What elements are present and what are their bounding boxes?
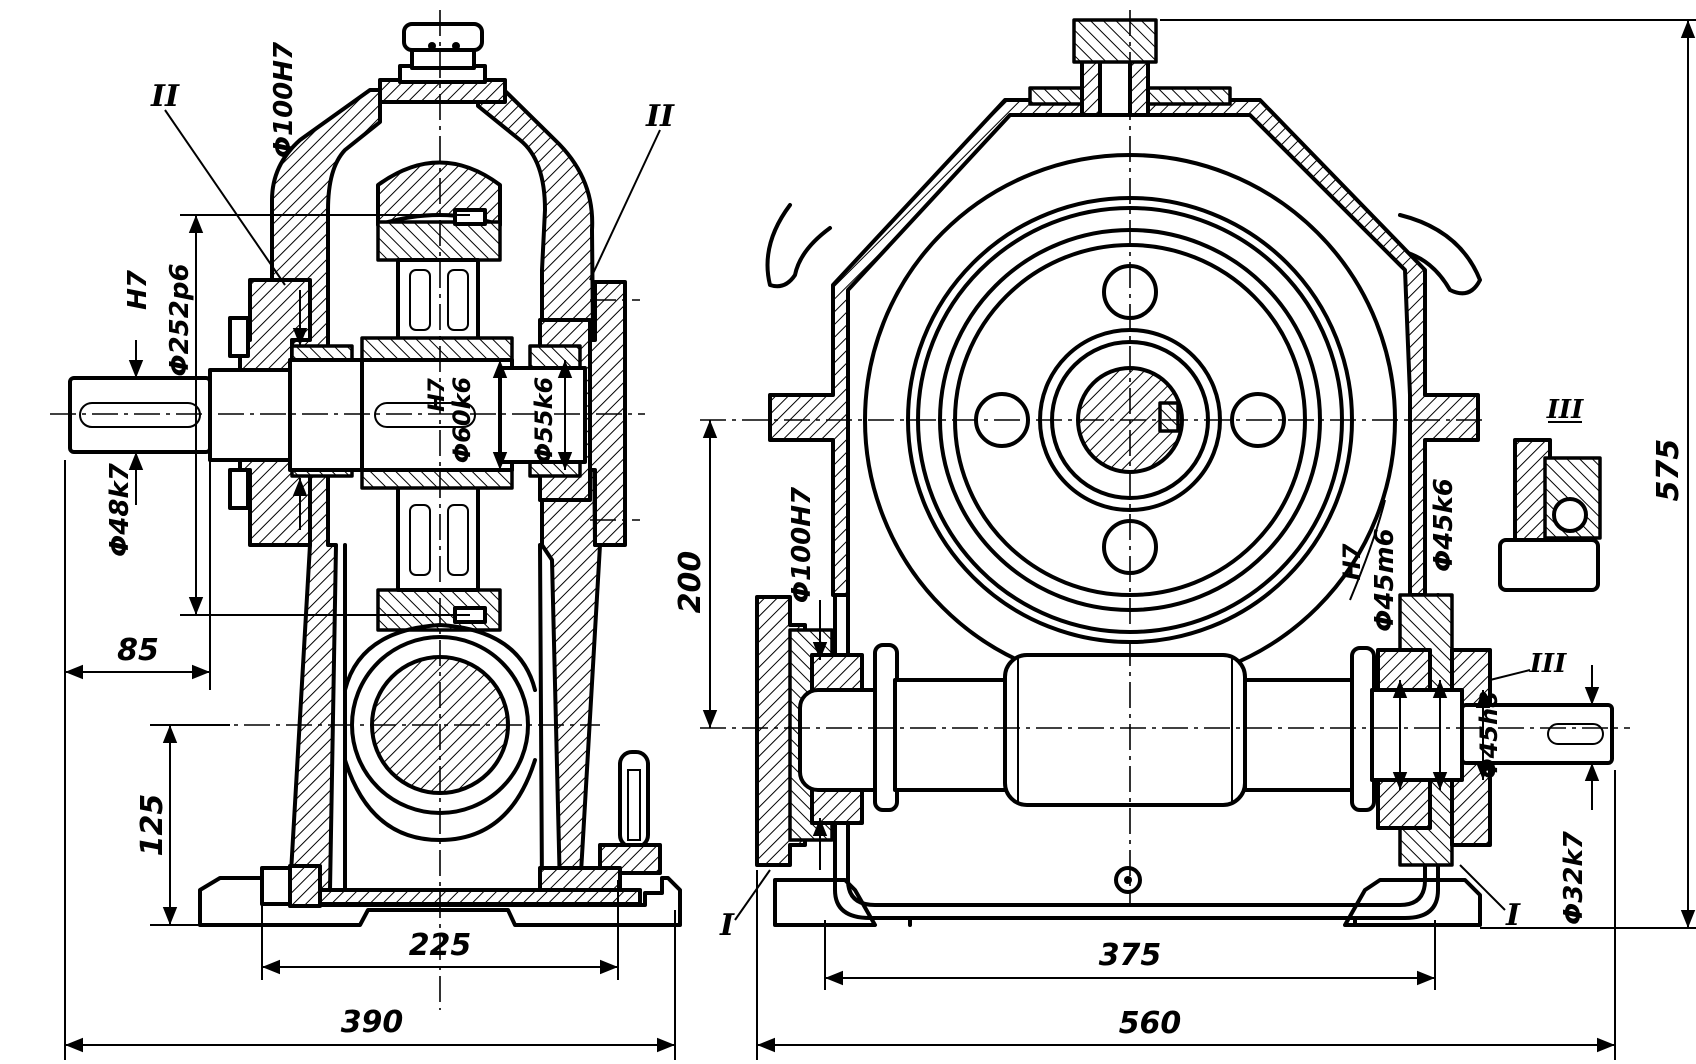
front-dim-shaft-dia: Φ32k7: [1559, 830, 1589, 925]
side-cover-bolt-b: [228, 468, 250, 510]
front-sump-outer: [833, 593, 1440, 920]
side-dimensions: [64, 109, 676, 1060]
side-dim-bearing-dia: Φ55k6: [530, 377, 558, 463]
front-dim-seat-dia: Φ45m6: [1370, 528, 1400, 631]
front-dim-bore-dia: Φ100H7: [787, 486, 817, 603]
front-right-foot: [1343, 878, 1482, 927]
side-dim-bore-dia: Φ100H7: [269, 41, 299, 158]
side-spoke-b: [447, 269, 469, 331]
front-hole-right: [1230, 392, 1286, 448]
front-view: [700, 10, 1696, 1060]
side-spoke-c: [409, 504, 431, 576]
front-left-ear: [765, 203, 832, 289]
side-dim-hub-dia: Φ60k6: [448, 377, 476, 463]
front-dim-bearing-dia: Φ45k6: [1429, 478, 1459, 572]
front-dimensions: [702, 19, 1696, 1060]
side-dim-shaft-dia: Φ48k7: [105, 462, 135, 557]
side-dim-cover-fit: H7: [123, 269, 153, 310]
front-drain-plug-centre: [1124, 876, 1132, 884]
front-right-ear: [1393, 213, 1482, 296]
front-breather-plug: [1072, 18, 1158, 117]
front-dim-575: 575: [1651, 439, 1686, 502]
side-wheel-crown-top: [376, 220, 502, 262]
front-dim-375: 375: [1099, 938, 1162, 973]
side-base-bolt: [260, 864, 322, 908]
side-spoke-d: [447, 504, 469, 576]
side-output-shaft: [68, 358, 587, 472]
side-callout-II-left: II: [150, 79, 180, 114]
side-section-view: [50, 10, 682, 1060]
front-sump: [846, 593, 1427, 907]
front-shaft-key: [1158, 401, 1180, 433]
side-spoke-a: [409, 269, 431, 331]
side-dim-cover-dia: Φ252p6: [165, 263, 195, 376]
front-callout-III-detail: III: [1546, 395, 1584, 425]
side-dim-85: 85: [117, 633, 159, 668]
side-dim-125: 125: [135, 794, 170, 857]
front-callout-I-left: I: [719, 908, 735, 943]
front-dim-seat-fit: H7: [1338, 543, 1366, 580]
side-inner-right: [538, 543, 544, 892]
front-dim-560: 560: [1119, 1006, 1182, 1041]
detail-III-inset: [1498, 438, 1602, 592]
front-foot-edges: [908, 916, 1357, 927]
side-callout-II-right: II: [645, 99, 675, 134]
front-worm-shaft: [798, 643, 1614, 812]
front-dim-200: 200: [673, 551, 708, 614]
side-breather-plug: [402, 22, 484, 70]
side-worm-housing-arc: [343, 623, 537, 692]
front-callout-III-shaft: III: [1529, 649, 1567, 679]
side-dim-390: 390: [341, 1005, 404, 1040]
front-callout-I-right: I: [1505, 898, 1521, 933]
side-dim-hub-fit: H7: [425, 377, 450, 411]
front-dim-seal-dia: Φ45h8: [1475, 691, 1503, 779]
front-housing-shell: [768, 98, 1480, 597]
front-left-foot: [773, 878, 877, 927]
side-floor-plate: [288, 888, 642, 906]
front-drain-plug: [1114, 866, 1142, 894]
side-dim-225: 225: [409, 928, 472, 963]
side-oil-dipstick: [538, 750, 662, 892]
side-cover-bolt-a: [228, 316, 250, 358]
side-set-screw-top: [453, 208, 487, 226]
